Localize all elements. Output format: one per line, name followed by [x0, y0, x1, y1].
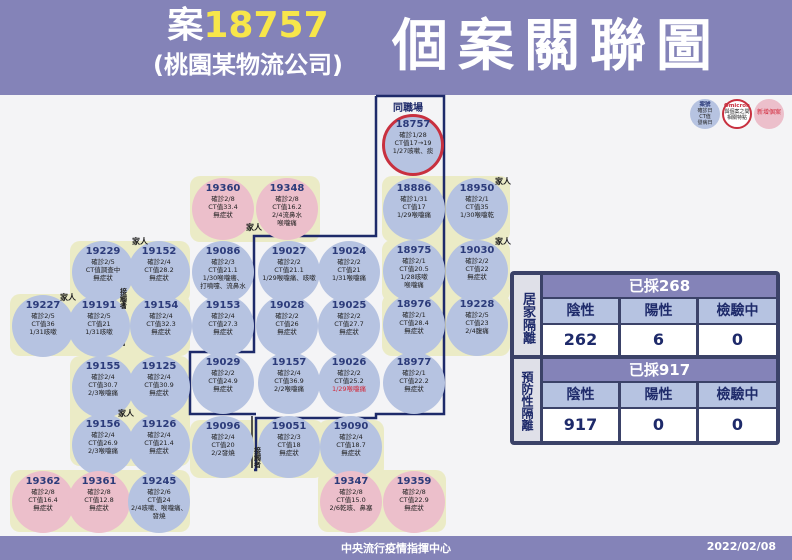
- preventive-isolation-label: 預防性隔離: [514, 359, 540, 441]
- preventive-positive-value: 0: [621, 409, 696, 441]
- home-isolation-label: 居家隔離: [514, 275, 540, 355]
- family-label: 家人: [118, 409, 134, 418]
- legend-new-case: 新增個案: [754, 99, 784, 129]
- preventive-pending-header: 檢驗中: [699, 383, 776, 407]
- home-isolation-total: 已採268: [543, 275, 776, 297]
- isolation-panel: 居家隔離 已採268 陰性 陽性 檢驗中 262 6 0 預防性隔離 已採917…: [510, 271, 780, 445]
- home-positive-header: 陽性: [621, 299, 696, 323]
- contact-label: 接觸者: [254, 447, 261, 469]
- home-pending-value: 0: [699, 325, 776, 355]
- family-label: 家人: [495, 177, 511, 186]
- preventive-negative-header: 陰性: [543, 383, 618, 407]
- family-label: 家人: [60, 293, 76, 302]
- workplace-label: 同職場: [393, 103, 423, 114]
- preventive-pending-value: 0: [699, 409, 776, 441]
- footer-date: 2022/02/08: [706, 540, 776, 553]
- family-label: 家人: [246, 223, 262, 232]
- case-subtitle: (桃園某物流公司): [153, 51, 343, 79]
- home-negative-header: 陰性: [543, 299, 618, 323]
- family-label: 家人: [132, 237, 148, 246]
- preventive-negative-value: 917: [543, 409, 618, 441]
- legend-omicron: Omicron 與個案之間相關特點: [722, 99, 752, 129]
- family-label: 家人: [495, 237, 511, 246]
- footer: 中央流行疫情指揮中心 2022/02/08: [0, 536, 792, 560]
- footer-org: 中央流行疫情指揮中心: [341, 542, 451, 555]
- page-title: 個案關聯圖: [392, 14, 722, 79]
- preventive-isolation-total: 已採917: [543, 359, 776, 381]
- home-pending-header: 檢驗中: [699, 299, 776, 323]
- home-positive-value: 6: [621, 325, 696, 355]
- home-negative-value: 262: [543, 325, 618, 355]
- case-title: 案18757: [167, 5, 329, 46]
- contact-label: 接觸者: [120, 288, 127, 310]
- header-banner: 案18757 (桃園某物流公司) 個案關聯圖: [0, 0, 792, 95]
- preventive-positive-header: 陽性: [621, 383, 696, 407]
